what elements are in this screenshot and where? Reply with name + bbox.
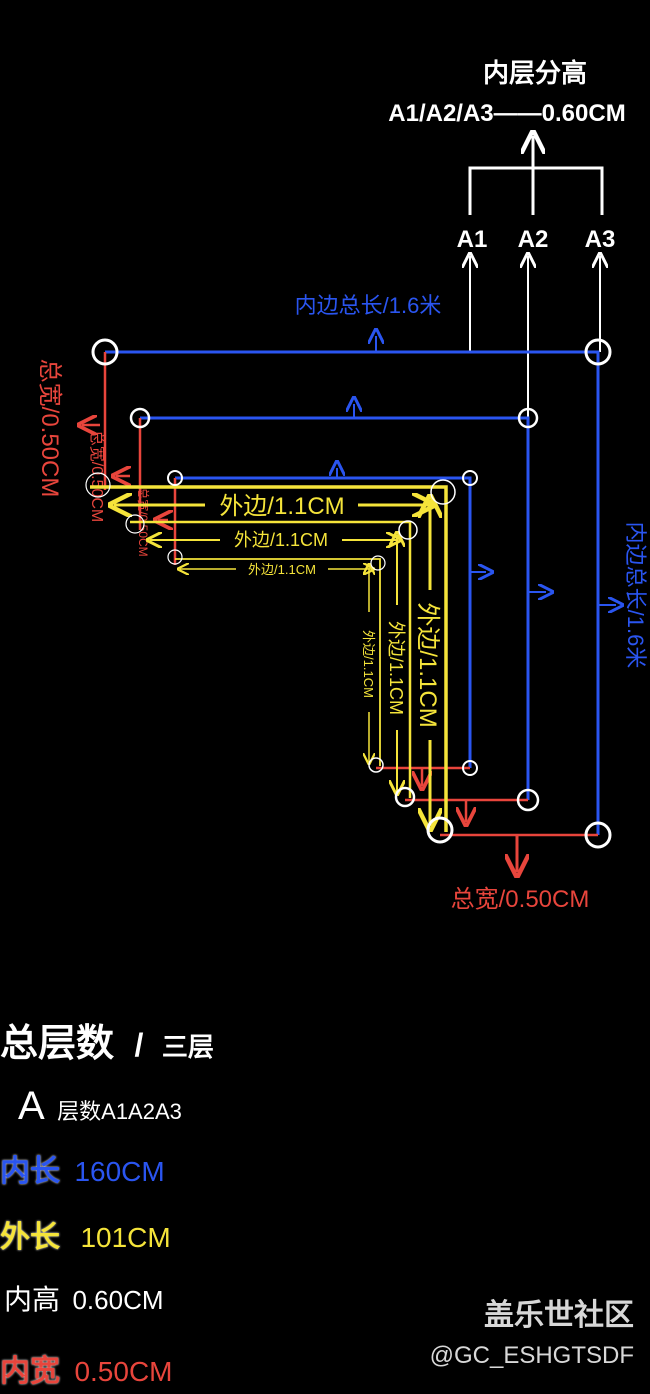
legend-inner-width: 内宽 0.50CM (0, 1346, 173, 1390)
layer-bracket (470, 136, 602, 418)
total-layers-value: 三层 (161, 1032, 214, 1062)
outer-length-label: 外长 (0, 1221, 60, 1254)
inner-width-label: 内宽 (0, 1355, 60, 1388)
layer-diagram: 内层分高 A1/A2/A3——0.60CM A1 A2 A3 内边总长/1.6米… (36, 58, 648, 913)
watermark-brand: 盖乐世社区 (484, 1299, 634, 1332)
watermark-handle: @GC_ESHGTSDF (429, 1342, 634, 1369)
legend-total-layers: 总层数 / 三层 (0, 1012, 214, 1067)
total-width-label-bottom: 总宽/0.50CM (451, 886, 590, 913)
diagram-title: 内层分高 (483, 58, 587, 88)
corner-markers (85, 338, 612, 849)
layer-height-spec: A1/A2/A3——0.60CM (388, 100, 625, 127)
separator: / (134, 1027, 144, 1063)
layer-label-a3: A3 (585, 226, 616, 253)
outer-edge-label-3: 外边/1.1CM (248, 562, 316, 577)
total-width-label-left: 总宽/0.50CM (36, 359, 63, 498)
width-lines (82, 352, 598, 872)
inner-length-value: 160CM (74, 1156, 165, 1187)
legend-layers: A 层数A1A2A3 (18, 1084, 182, 1129)
inner-length-label-top: 内边总长/1.6米 (295, 293, 442, 318)
layer-label-a2: A2 (518, 226, 549, 253)
a-letter: A (18, 1084, 45, 1128)
outer-edge-label-v2: 外边/1.1CM (386, 621, 406, 715)
legend-inner-length: 内长 160CM (0, 1146, 165, 1190)
outer-edge-label-v1: 外边/1.1CM (414, 602, 441, 727)
outer-edges (90, 485, 448, 832)
total-layers-label: 总层数 (0, 1023, 115, 1065)
layer-label-a1: A1 (457, 226, 488, 253)
total-width-label-left-mid: 总宽/0.50CM (88, 430, 106, 522)
outer-edge-label-1: 外边/1.1CM (219, 493, 344, 520)
outer-length-value: 101CM (80, 1222, 171, 1253)
a-text: 层数A1A2A3 (57, 1099, 182, 1124)
outer-edge-label-2: 外边/1.1CM (234, 530, 328, 550)
inner-height-label: 内高 (4, 1284, 61, 1315)
inner-width-value: 0.50CM (74, 1356, 173, 1387)
legend-inner-height: 内高 0.60CM (4, 1278, 164, 1318)
outer-edge-label-v3: 外边/1.1CM (361, 630, 376, 698)
legend-outer-length: 外长 101CM (0, 1212, 171, 1256)
inner-length-label: 内长 (0, 1155, 60, 1188)
inner-height-value: 0.60CM (72, 1285, 164, 1315)
inner-edges (105, 336, 616, 835)
inner-length-label-right: 内边总长/1.6米 (623, 522, 648, 669)
